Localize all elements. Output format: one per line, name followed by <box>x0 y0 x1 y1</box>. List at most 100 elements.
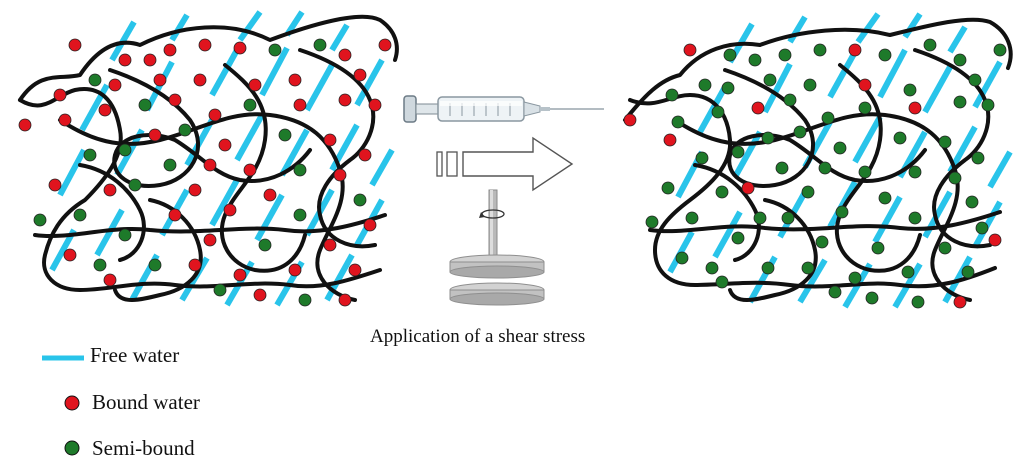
before-bound-water-particle <box>353 68 367 82</box>
before-bound-water-particle <box>263 188 277 202</box>
before-semi-bound-particle <box>128 178 142 192</box>
after-bound-water-particle <box>663 133 677 147</box>
after-bound-water-particle <box>683 43 697 57</box>
after-semi-bound-particle <box>828 285 842 299</box>
before-free-water-line <box>279 128 310 177</box>
before-semi-bound-particle <box>93 258 107 272</box>
before-bound-water-particle <box>103 273 117 287</box>
after-semi-bound-particle <box>661 181 675 195</box>
after-semi-bound-particle <box>871 241 885 255</box>
before-free-water-line <box>79 83 110 132</box>
before-bound-water-particle <box>218 138 232 152</box>
before-free-water-line <box>369 148 395 187</box>
after-free-water-line <box>827 180 858 229</box>
after-bound-water-particle <box>848 43 862 57</box>
after-semi-bound-particle <box>721 81 735 95</box>
before-bound-water-particle <box>378 38 392 52</box>
after-semi-bound-particle <box>815 235 829 249</box>
before-semi-bound-particle <box>33 213 47 227</box>
before-bound-water-particle <box>253 288 267 302</box>
before-bound-water-particle <box>208 108 222 122</box>
legend <box>42 355 84 456</box>
after-bound-water-particle <box>908 101 922 115</box>
after-semi-bound-particle <box>698 78 712 92</box>
after-semi-bound-particle <box>675 251 689 265</box>
after-semi-bound-particle <box>685 211 699 225</box>
after-semi-bound-particle <box>893 131 907 145</box>
after-semi-bound-particle <box>858 101 872 115</box>
after-free-water-line <box>872 195 903 244</box>
before-bound-water-particle <box>58 113 72 127</box>
before-bound-water-particle <box>163 43 177 57</box>
before-bound-water-particle <box>168 208 182 222</box>
after-semi-bound-particle <box>803 78 817 92</box>
before-semi-bound-particle <box>278 128 292 142</box>
after-semi-bound-particle <box>965 195 979 209</box>
before-bound-water-particle <box>148 128 162 142</box>
before-bound-water-particle <box>153 73 167 87</box>
before-bound-water-particle <box>243 163 257 177</box>
after-semi-bound-particle <box>968 73 982 87</box>
after-semi-bound-particle <box>938 241 952 255</box>
before-bound-water-particle <box>248 78 262 92</box>
polymer-chains-before <box>18 14 399 302</box>
after-semi-bound-particle <box>971 151 985 165</box>
before-semi-bound-particle <box>118 228 132 242</box>
after-free-water-line <box>762 62 793 114</box>
before-bound-water-particle <box>233 268 247 282</box>
after-semi-bound-particle <box>901 265 915 279</box>
before-semi-bound-particle <box>118 143 132 157</box>
before-semi-bound-particle <box>293 208 307 222</box>
after-semi-bound-particle <box>781 211 795 225</box>
before-free-water-line <box>354 58 385 107</box>
before-semi-bound-particle <box>83 148 97 162</box>
after-semi-bound-particle <box>981 98 995 112</box>
after-semi-bound-particle <box>903 83 917 97</box>
before-bound-water-particle <box>108 78 122 92</box>
before-bound-water-particle <box>198 38 212 52</box>
after-free-water-line <box>947 25 968 54</box>
before-bound-water-particle <box>98 103 112 117</box>
before-bound-water-particle <box>48 178 62 192</box>
before-bound-water-particle <box>333 168 347 182</box>
after-semi-bound-particle <box>953 53 967 67</box>
after-semi-bound-particle <box>835 205 849 219</box>
after-free-water-line <box>852 115 883 164</box>
before-semi-bound-particle <box>163 158 177 172</box>
after-semi-bound-particle <box>763 73 777 87</box>
before-bound-water-particle <box>168 93 182 107</box>
after-bound-water-particle <box>858 78 872 92</box>
before-free-water-line <box>209 178 240 227</box>
after-semi-bound-particle <box>801 185 815 199</box>
after-semi-bound-particle <box>711 105 725 119</box>
after-free-water-line <box>877 48 908 99</box>
before-bound-water-particle <box>348 263 362 277</box>
after-semi-bound-particle <box>975 221 989 235</box>
after-free-water-line <box>987 150 1013 189</box>
before-bound-water-particle <box>288 73 302 87</box>
syringe-icon <box>403 95 604 123</box>
after-semi-bound-particle <box>793 125 807 139</box>
after-semi-bound-particle <box>748 53 762 67</box>
before-bound-water-particle <box>18 118 32 132</box>
after-bound-water-particle <box>751 101 765 115</box>
after-semi-bound-particle <box>801 261 815 275</box>
before-bound-water-particle <box>203 233 217 247</box>
before-bound-water-particle <box>288 263 302 277</box>
legend-bound-water-marker <box>64 395 80 411</box>
before-semi-bound-particle <box>213 283 227 297</box>
legend-semi-bound-label: Semi-bound <box>92 436 195 460</box>
after-free-water-line <box>902 12 923 39</box>
rotation-icon <box>479 209 505 219</box>
before-bound-water-particle <box>363 218 377 232</box>
before-semi-bound-particle <box>138 98 152 112</box>
after-free-water-line <box>855 12 881 44</box>
after-free-water-line <box>797 258 828 304</box>
after-semi-bound-particle <box>961 265 975 279</box>
after-semi-bound-particle <box>705 261 719 275</box>
legend-semi-bound-marker <box>64 440 80 456</box>
after-semi-bound-particle <box>908 211 922 225</box>
after-semi-bound-particle <box>818 161 832 175</box>
